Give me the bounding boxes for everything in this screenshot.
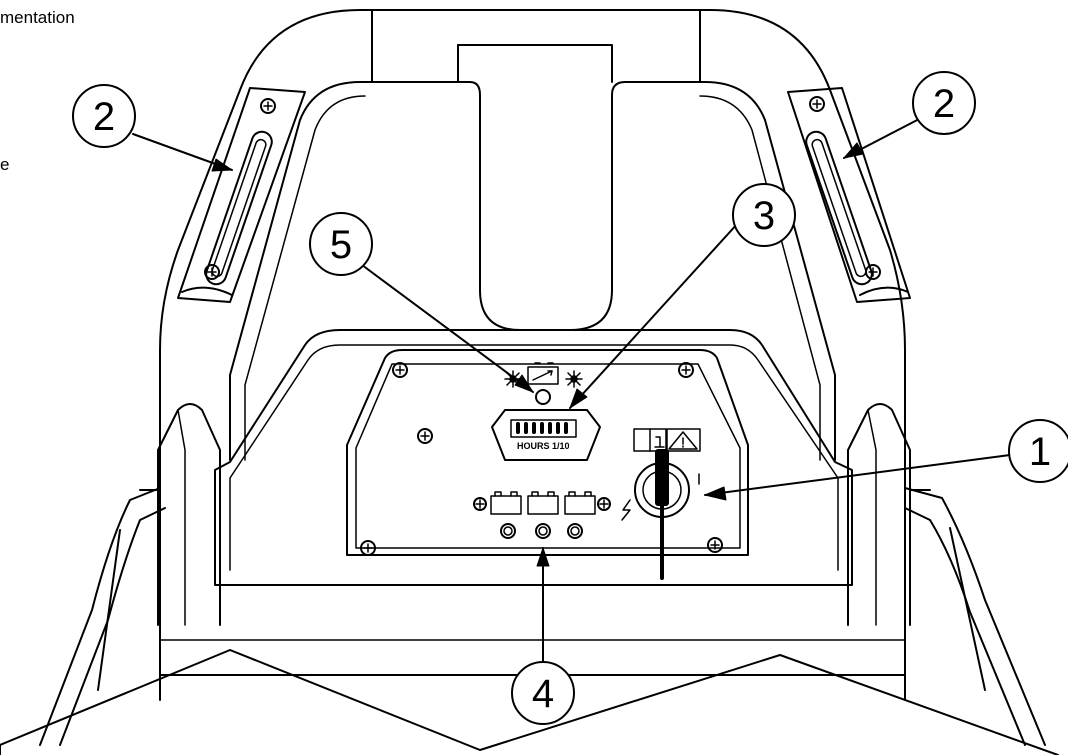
leader-line-5 (357, 261, 534, 393)
left-grip-top-screw-icon (260, 98, 276, 114)
key-switch (634, 449, 700, 580)
callout-5: 5 (309, 212, 373, 276)
callout-2-left-number: 2 (93, 95, 115, 139)
panel-screw-top-left-icon (392, 362, 408, 378)
battery-level-indicators (473, 491, 611, 539)
battery-icon-2 (527, 491, 559, 515)
panel-screw-bottom-left-icon (360, 540, 376, 556)
leader-line-3 (569, 211, 749, 409)
panel-screw-left-icon (417, 428, 433, 444)
indicator-light-2 (535, 523, 551, 539)
callout-1: 1 (1008, 419, 1068, 483)
handle-frame (159, 9, 906, 586)
warning-triangle-icon (666, 428, 701, 452)
battery-icon-3 (564, 491, 596, 515)
cropped-caption-text-middle: e (0, 155, 10, 174)
machine-lower-body (0, 469, 1059, 755)
callout-2-right-number: 2 (933, 82, 955, 126)
callout-3: 3 (732, 183, 796, 247)
indicator-screw-right-icon (597, 497, 611, 511)
battery-charge-icon (527, 362, 559, 385)
lightning-icon (621, 499, 631, 521)
right-grip-bottom-screw-icon (865, 264, 881, 280)
callout-3-number: 3 (753, 194, 775, 238)
callout-4-number: 4 (532, 672, 554, 716)
indicator-light-1 (500, 523, 516, 539)
left-front-post (139, 403, 221, 626)
callout-1-number: 1 (1029, 430, 1051, 474)
right-grip-top-screw-icon (809, 96, 825, 112)
callout-arrowheads (211, 142, 864, 567)
indicator-light-3 (567, 523, 583, 539)
callout-5-number: 5 (330, 223, 352, 267)
callout-4: 4 (511, 661, 575, 725)
left-handle-grip (177, 87, 306, 303)
indicator-screw-left-icon (473, 497, 487, 511)
panel-screw-bottom-right-icon (707, 537, 723, 553)
hour-meter-label: HOURS 1/10 (517, 441, 570, 451)
battery-status-light (504, 362, 583, 405)
right-front-post (847, 403, 931, 626)
callout-2-left: 2 (72, 84, 136, 148)
cropped-caption-text-top: mentation (0, 8, 75, 27)
right-handle-grip (787, 87, 911, 303)
hour-meter: HOURS 1/10 (491, 409, 601, 461)
sun-right-icon (565, 370, 583, 388)
callout-2-right: 2 (912, 71, 976, 135)
battery-icon-1 (490, 491, 522, 515)
leader-line-1 (704, 454, 1011, 496)
operator-manual-icon (633, 428, 667, 452)
panel-screw-top-right-icon (678, 362, 694, 378)
control-panel-plate (346, 349, 749, 556)
left-grip-bottom-screw-icon (204, 264, 220, 280)
